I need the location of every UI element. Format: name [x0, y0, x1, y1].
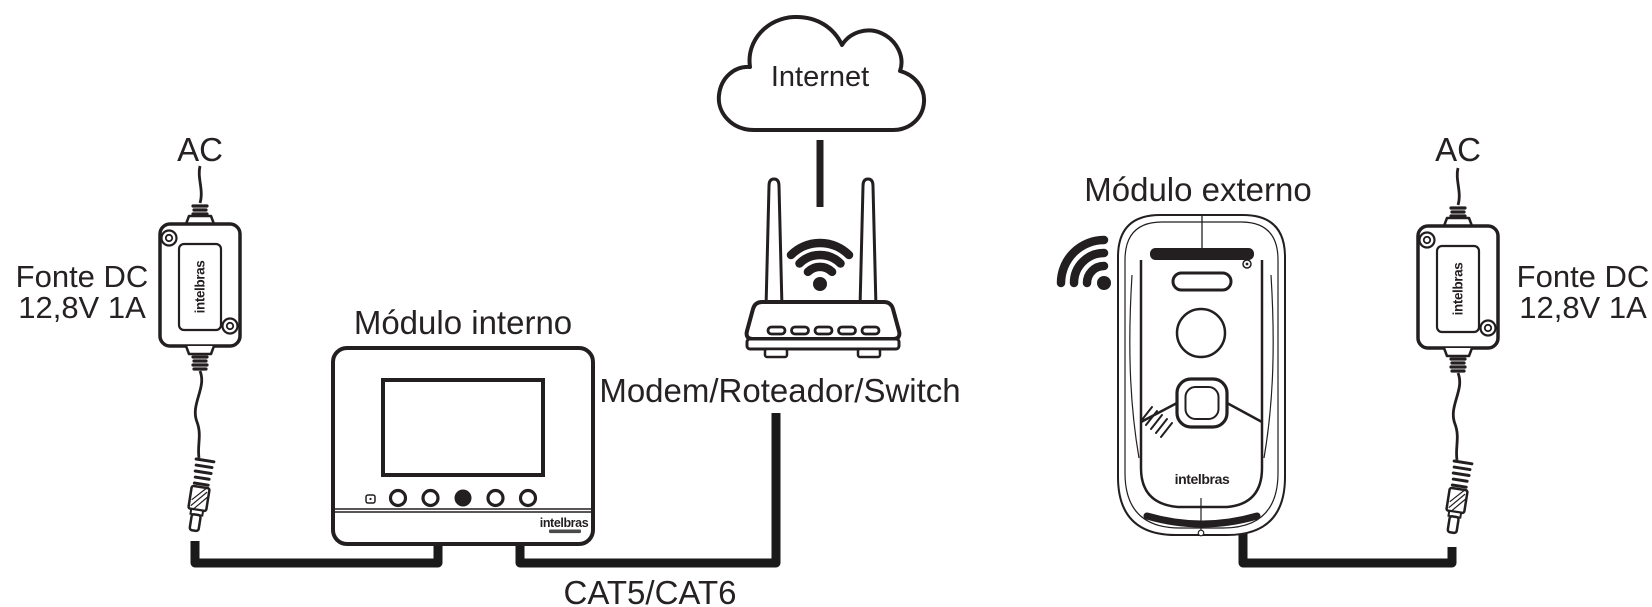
- module-interno: Módulo interno intelbras: [331, 304, 595, 546]
- strain-relief-top: [191, 204, 209, 220]
- module-interno-buttons: [388, 488, 538, 508]
- router-led-slots: [766, 325, 881, 336]
- module-interno-model-text-illegible: [549, 529, 581, 534]
- psu-right-name-line2: 12,8V 1A: [1519, 290, 1647, 325]
- module-externo: Módulo externo intelbras: [1056, 171, 1312, 537]
- psu-brand: intelbras: [193, 261, 208, 314]
- psu-label-plate: [177, 242, 223, 332]
- module-interno-indicator-icon: [365, 494, 376, 504]
- module-interno-screen: [381, 378, 545, 477]
- dc-cable-left: [190, 541, 443, 568]
- psu-left-name-line2: 12,8V 1A: [18, 290, 146, 325]
- module-interno-title: Módulo interno: [354, 304, 572, 341]
- power-adapter-left: intelbras: [158, 165, 242, 533]
- psu-right-name-label: Fonte DC 12,8V 1A: [1517, 259, 1650, 325]
- speaker-slot: [1171, 271, 1233, 292]
- screw-icon: [221, 317, 239, 335]
- internet-label: Internet: [771, 61, 869, 93]
- router-label: Modem/Roteador/Switch: [599, 372, 960, 409]
- power-adapter-right: [1416, 166, 1500, 536]
- psu-left-name-line1: Fonte DC: [16, 259, 149, 294]
- module-externo-title: Módulo externo: [1084, 171, 1311, 208]
- psu-right-name-line1: Fonte DC: [1517, 259, 1650, 294]
- psu-left-ac-label: AC: [177, 131, 223, 168]
- module-interno-button-active: [454, 489, 472, 507]
- psu-right-ac-label: AC: [1435, 131, 1481, 168]
- module-externo-face-panel: [1139, 260, 1264, 509]
- module-interno-brand: intelbras: [540, 516, 589, 530]
- camera-lens: [1175, 307, 1227, 359]
- network-cable: CAT5/CAT6: [515, 413, 781, 607]
- internet-cloud-icon: Internet: [716, 14, 927, 132]
- module-externo-shell: [1117, 214, 1286, 536]
- screw-icon: [1242, 259, 1252, 269]
- module-externo-bottom-gasket: [1143, 512, 1261, 528]
- module-externo-top-gasket: [1150, 248, 1254, 260]
- speaker-grille-hatch: [1140, 406, 1173, 438]
- psu-left-name-label: Fonte DC 12,8V 1A: [16, 259, 149, 325]
- mounting-hole: [1197, 529, 1205, 537]
- wifi-waves-icon: [1056, 235, 1111, 290]
- screw-icon: [160, 229, 178, 247]
- wifi-icon: [786, 238, 854, 291]
- dc-cable-right: [1238, 531, 1457, 568]
- network-cable-label: CAT5/CAT6: [564, 574, 737, 607]
- ac-cord: [197, 165, 203, 204]
- strain-relief-bottom: [191, 355, 209, 371]
- router-icon: [744, 177, 902, 359]
- dc-cord: [194, 370, 203, 459]
- call-button: [1175, 377, 1229, 429]
- router-antenna-right: [858, 177, 878, 310]
- router-antenna-left: [764, 177, 784, 310]
- module-externo-brand: intelbras: [1175, 471, 1230, 487]
- dc-plug-icon: [187, 457, 216, 533]
